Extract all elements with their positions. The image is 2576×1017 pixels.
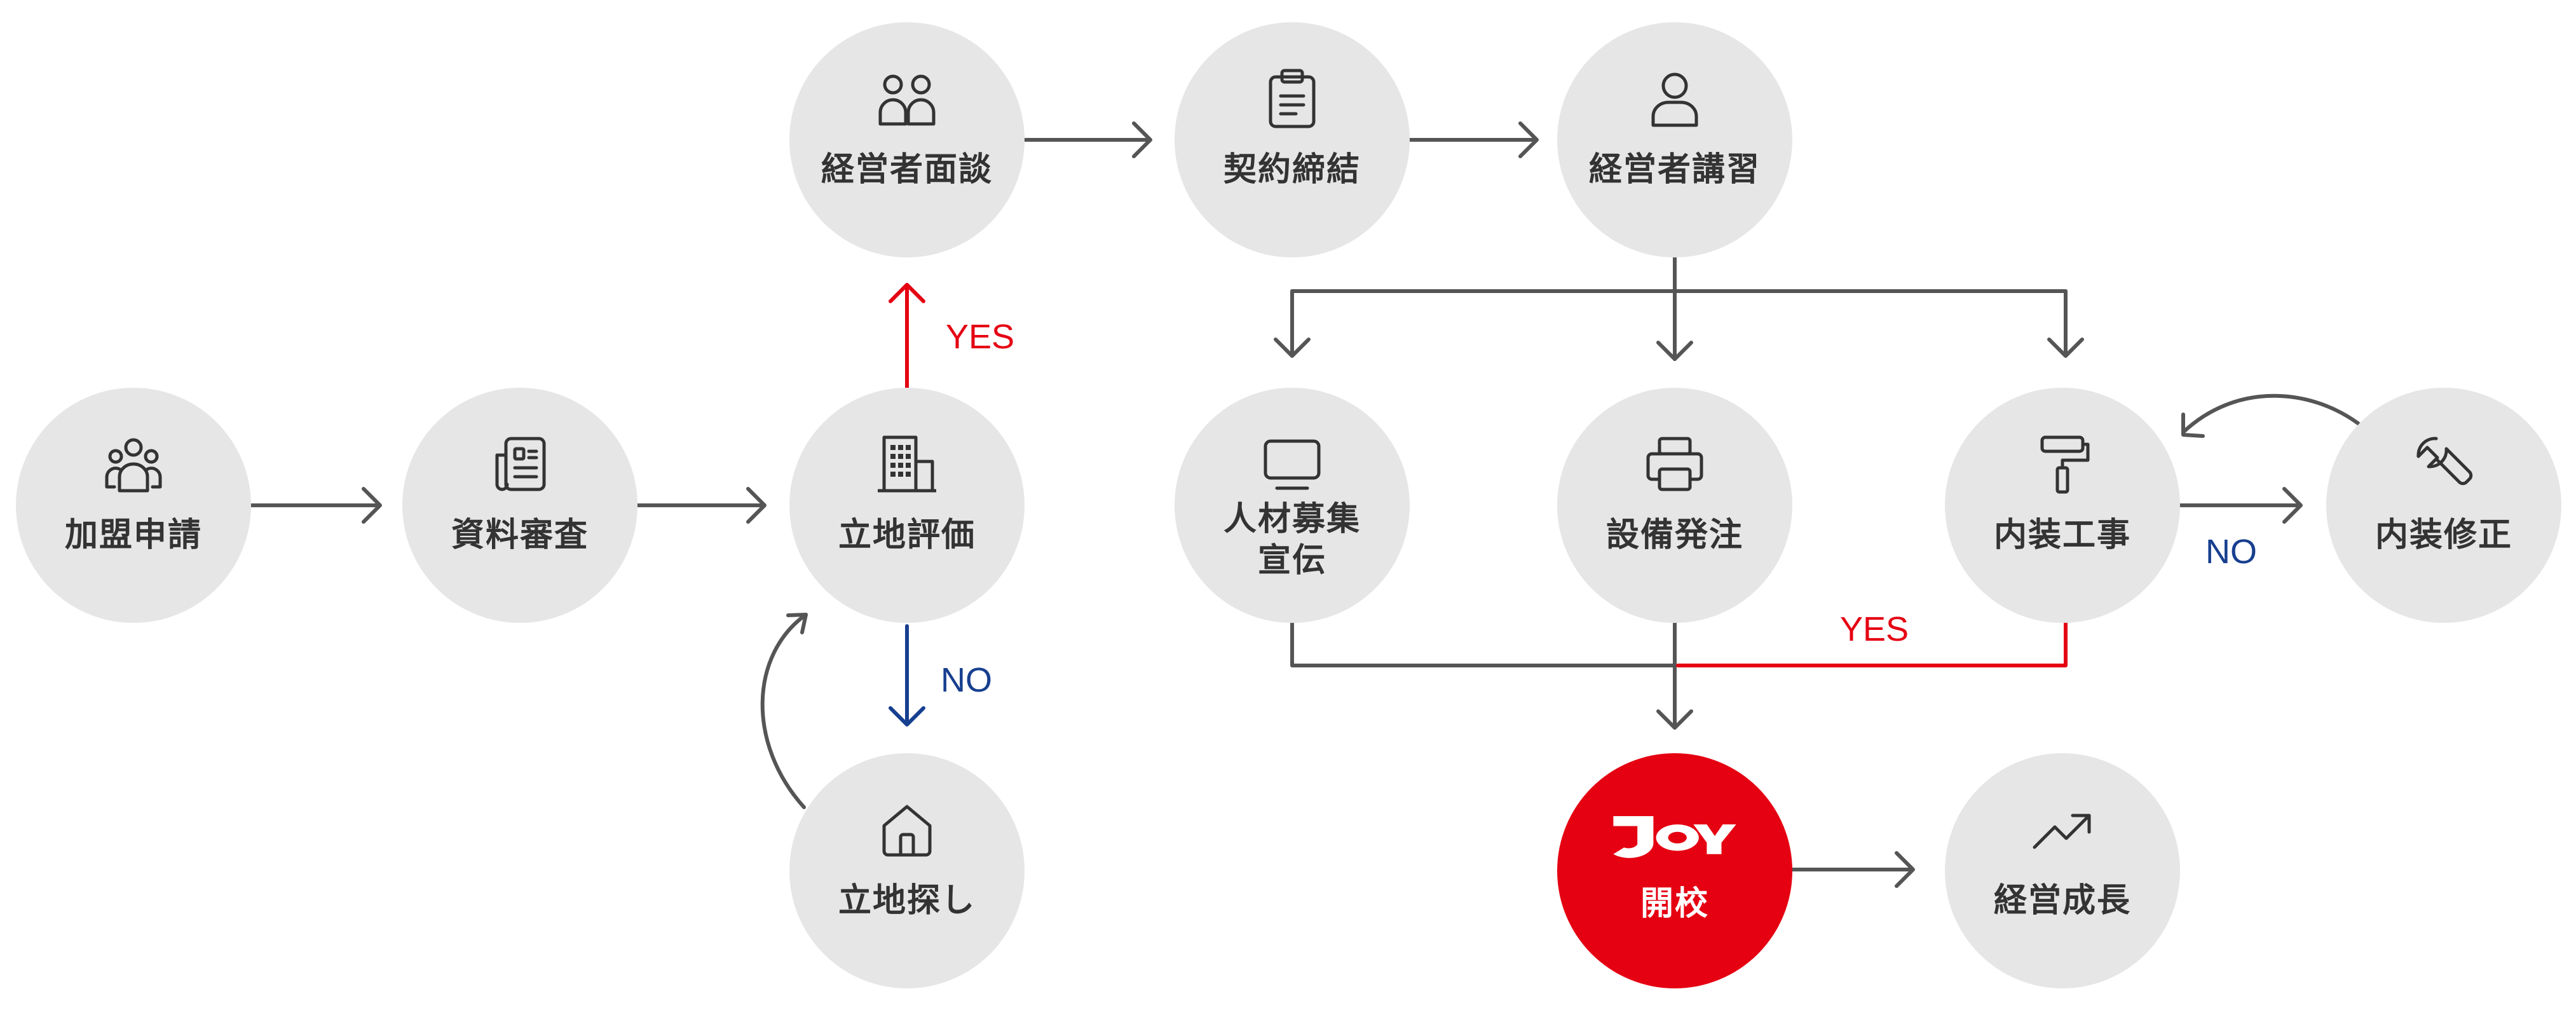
- home-icon: [882, 805, 932, 857]
- arrow-shiryo-ricchi: [636, 487, 767, 524]
- node-label: 資料審査: [451, 516, 589, 554]
- arrow-jinzai-merge: [1290, 621, 1677, 667]
- node-keiei-seicho: 経営成長: [1945, 753, 2180, 988]
- label-yes-merge: YES: [1840, 610, 1909, 648]
- arrow-sagashi-back-head: [786, 613, 808, 634]
- group-icon: [105, 438, 162, 493]
- arrow-keiyaku-koshu: [1408, 121, 1539, 158]
- label-yes-up: YES: [946, 318, 1015, 356]
- interview-icon: [878, 74, 936, 126]
- clipboard-icon: [1269, 69, 1316, 128]
- node-label: 経営成長: [1993, 882, 2131, 920]
- paint-roller-icon: [2040, 435, 2090, 494]
- node-label: 内装工事: [1993, 516, 2131, 554]
- node-label: 経営者面談: [821, 151, 993, 189]
- node-keieisha-koshu: 経営者講習: [1557, 22, 1792, 257]
- arrow-kaiko-seicho: [1784, 851, 1915, 888]
- node-label: 内装修正: [2375, 516, 2512, 554]
- node-kaiko: 開校: [1557, 753, 1792, 988]
- node-ricchi-hyoka: 立地評価: [789, 388, 1025, 623]
- printer-icon: [1646, 437, 1703, 491]
- arrow-to-jinzai: [1274, 289, 1311, 358]
- arrow-no-down: [889, 624, 925, 727]
- node-label: 設備発注: [1605, 516, 1743, 554]
- node-naiso-shusei: 内装修正: [2326, 388, 2561, 623]
- label-no-right: NO: [2205, 533, 2257, 571]
- node-label: 立地評価: [838, 516, 976, 554]
- arrow-setsubi-down: [1656, 621, 1693, 730]
- node-label: 経営者講習: [1588, 151, 1761, 189]
- node-label: 契約締結: [1223, 151, 1361, 189]
- building-icon: [878, 435, 936, 493]
- label-no-down: NO: [941, 661, 992, 699]
- node-kamei-shinsei: 加盟申請: [16, 388, 251, 623]
- node-label-line-2: 宣伝: [1257, 542, 1326, 580]
- arrow-kamei-shiryo: [249, 487, 382, 524]
- node-label: 立地探し: [838, 882, 976, 920]
- user-icon: [1651, 72, 1698, 127]
- arrow-naiso-shusei: [2175, 487, 2303, 524]
- arrow-sagashi-back: [760, 613, 808, 809]
- arrow-naiso-yes-merge: [1676, 621, 2068, 667]
- node-label-line-1: 人材募集: [1223, 500, 1361, 538]
- wrench-icon: [2416, 437, 2473, 486]
- node-keiyaku-teiketsu: 契約締結: [1175, 22, 1410, 257]
- node-ricchi-sagashi: 立地探し: [789, 753, 1025, 988]
- arrow-yes-up: [889, 283, 925, 391]
- arrow-shusei-back: [2181, 393, 2365, 434]
- arrow-mensetsu-keiyaku: [1021, 121, 1152, 158]
- node-keieisha-mendan: 経営者面談: [789, 22, 1025, 257]
- node-naiso-koji: 内装工事: [1945, 388, 2180, 623]
- node-shiryo-shinsa: 資料審査: [402, 388, 637, 623]
- node-label: 開校: [1640, 885, 1709, 923]
- arrow-shusei-back-head: [2181, 413, 2205, 438]
- arrow-to-naiso: [2047, 289, 2084, 358]
- arrow-to-setsubi: [1656, 338, 1693, 361]
- node-label: 加盟申請: [64, 516, 202, 554]
- document-icon: [495, 437, 546, 491]
- trend-up-icon: [2033, 814, 2091, 849]
- joy-logo: [1613, 816, 1736, 858]
- node-setsubi-hatchu: 設備発注: [1557, 388, 1792, 623]
- node-jinzai-boshu: 人材募集 宣伝: [1175, 388, 1410, 623]
- monitor-icon: [1264, 439, 1321, 490]
